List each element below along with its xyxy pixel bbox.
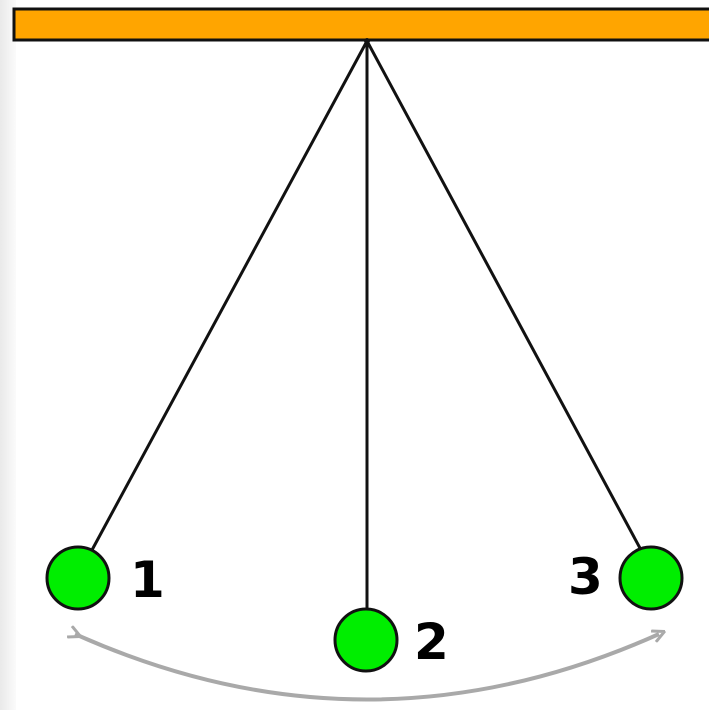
string-position-1 [90, 40, 369, 551]
string-position-3 [365, 40, 643, 551]
bob-position-2 [333, 607, 399, 673]
label-position-1: 1 [130, 551, 165, 609]
label-position-3: 3 [568, 548, 603, 606]
left-shadow-edge [0, 0, 16, 710]
support-beam [12, 7, 709, 42]
label-position-2: 2 [414, 613, 449, 671]
pivot-point [364, 38, 370, 44]
bob-position-3 [618, 545, 684, 611]
swing-arc [75, 634, 659, 702]
bob-position-1 [45, 545, 111, 611]
